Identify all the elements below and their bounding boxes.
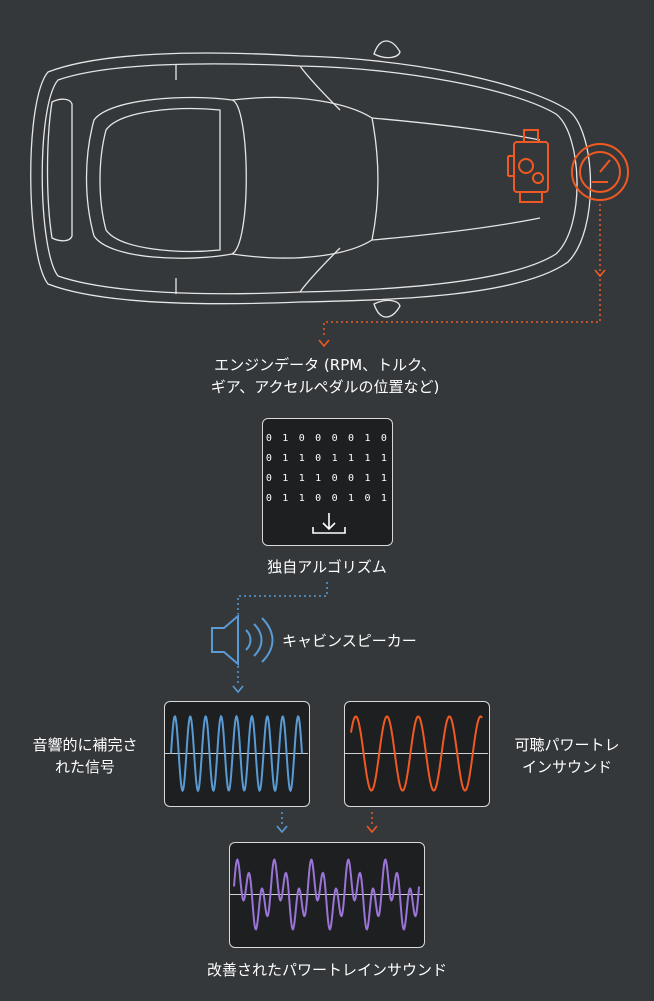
windshield [231,96,379,259]
audible-label-line-1: 可聴パワートレ [514,736,620,754]
algorithm-connector [237,582,328,614]
car-body-inner [41,63,578,295]
engine-data-label: エンジンデータ (RPM、トルク、 ギア、アクセルペダルの位置など) [170,354,480,398]
blue-sine-wave [165,714,308,793]
cabin-outline [85,96,247,259]
arrow-down-icon [594,269,606,278]
rear-window [46,98,73,242]
wave-trace [233,858,420,931]
binary-row: 0 1 1 0 1 1 1 1 [265,453,390,464]
binary-row: 0 1 1 0 0 1 0 1 [265,493,390,504]
acoustic-signal-panel [164,701,310,807]
audible-label: 可聴パワートレ インサウンド [502,734,632,778]
acoustic-label-line-1: 音響的に補完さ [32,736,138,754]
audible-powertrain-panel [344,701,490,807]
engine-data-connector [323,204,601,338]
arrow-down-icon [276,825,288,834]
speedometer-icon [571,143,629,201]
orange-sine-wave [345,715,488,792]
car-body-outline [30,52,592,305]
engine-data-line-1: エンジンデータ (RPM、トルク、 [214,356,436,374]
mirror-bottom [373,299,401,318]
arrow-down-icon [232,685,244,694]
speaker-icon [211,613,274,667]
algorithm-label: 独自アルゴリズム [267,558,387,576]
mirror-top [373,40,401,59]
binary-row: 0 1 1 1 0 0 1 1 [265,473,390,484]
roof-outline [99,107,221,253]
algorithm-panel: 0 1 0 0 0 0 1 0 0 1 1 0 1 1 1 1 0 1 1 1 … [262,418,393,546]
wave-trace [170,714,303,793]
purple-combined-wave [230,858,423,931]
improved-label: 改善されたパワートレインサウンド [206,961,447,979]
engine-icon [507,129,549,203]
acoustic-label-line-2: れた信号 [54,758,115,776]
speaker-label: キャビンスピーカー [282,632,417,650]
arrow-down-icon [318,339,330,348]
wave-trace [350,715,483,792]
binary-row: 0 1 0 0 0 0 1 0 [265,433,390,444]
audible-label-line-2: インサウンド [521,758,612,776]
engine-data-line-2: ギア、アクセルペダルの位置など) [210,378,440,396]
improved-sound-panel [229,842,425,948]
download-arrow-icon [312,513,346,534]
acoustic-label: 音響的に補完さ れた信号 [20,734,150,778]
arrow-down-icon [366,825,378,834]
